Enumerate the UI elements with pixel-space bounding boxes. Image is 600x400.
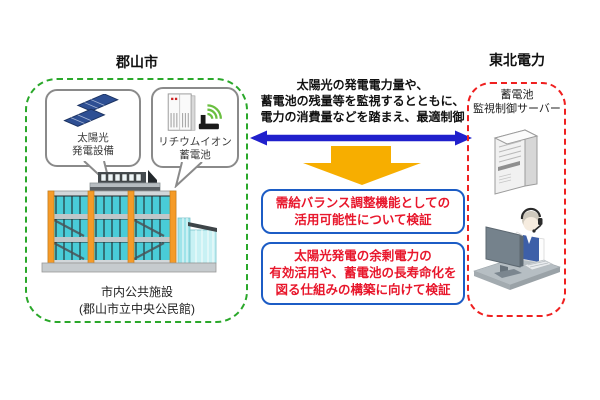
server-icon — [493, 129, 539, 195]
operator-illustration — [473, 207, 561, 290]
wifi-router-icon — [198, 104, 222, 130]
solar-equipment-label: 太陽光 発電設備 — [72, 132, 114, 157]
annex-roof — [188, 222, 217, 232]
koriyama-title: 郡山市 — [116, 54, 158, 70]
server-label: 蓄電池 監視制御サーバー — [473, 89, 561, 115]
facility-caption: 市内公共施設 (郡山市立中央公民館) — [79, 285, 195, 316]
battery-bubble-tail — [174, 162, 203, 188]
solar-panels-icon — [63, 94, 119, 127]
double-headed-arrow-icon — [250, 130, 472, 146]
battery-label: リチウムイオン 蓄電池 — [158, 136, 232, 161]
verification-box-1: 需給バランス調整機能としての 活用可能性について検証 — [261, 189, 465, 234]
public-facility-building-illustration — [41, 170, 217, 273]
monitor-icon — [485, 226, 521, 268]
verification-box-2-text: 太陽光発電の余剰電力の 有効活用や、蓄電池の長寿命化を 図る仕組みの構築に向けて… — [269, 249, 457, 297]
tohoku-title: 東北電力 — [489, 52, 545, 68]
tohoku-group-border — [467, 82, 566, 317]
battery-and-router-icon — [167, 93, 222, 131]
verification-box-1-text: 需給バランス調整機能としての 活用可能性について検証 — [275, 195, 451, 227]
headset-icon — [520, 207, 542, 220]
koriyama-group-border — [25, 78, 248, 323]
down-arrow-icon — [303, 146, 421, 185]
verification-box-2: 太陽光発電の余剰電力の 有効活用や、蓄電池の長寿命化を 図る仕組みの構築に向けて… — [261, 242, 465, 305]
battery-bubble: リチウムイオン 蓄電池 — [151, 87, 239, 168]
monitoring-description: 太陽光の発電電力量や、 蓄電池の残量等を監視するとともに、 電力の消費量などを踏… — [260, 78, 465, 124]
solar-equipment-bubble: 太陽光 発電設備 — [45, 89, 141, 167]
